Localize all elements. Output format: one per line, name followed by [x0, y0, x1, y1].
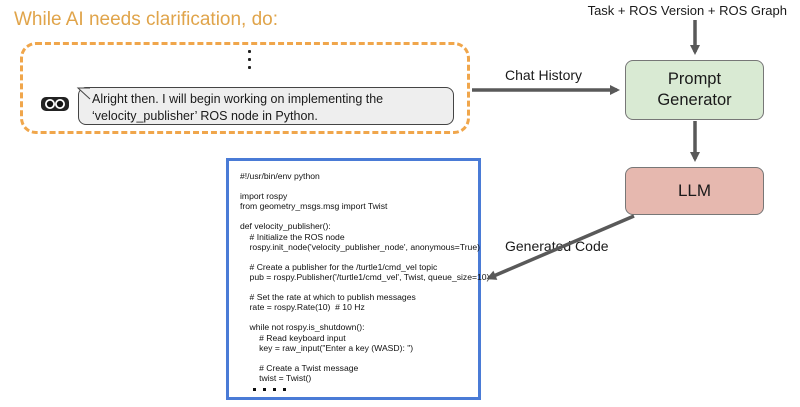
robot-icon — [41, 97, 69, 111]
arrow-generated-code — [486, 214, 635, 280]
input-label: Task + ROS Version + ROS Graph — [587, 3, 787, 18]
section-heading: While AI needs clarification, do: — [14, 9, 279, 30]
code-listing: #!/usr/bin/env python import rospy from … — [240, 171, 490, 383]
chat-message-bubble: Alright then. I will begin working on im… — [78, 87, 454, 125]
ellipsis-vertical-icon — [245, 50, 253, 74]
clarification-frame — [20, 42, 470, 134]
bubble-tail — [76, 87, 91, 101]
chat-history-label: Chat History — [505, 67, 583, 83]
ellipsis-horizontal-icon — [253, 378, 293, 396]
prompt-generator-label-2: Generator — [657, 91, 732, 109]
generated-code-label: Generated Code — [505, 238, 609, 254]
chat-message-line-1: Alright then. I will begin working on im… — [92, 92, 384, 106]
llm-node: LLM — [625, 167, 764, 215]
chat-message-line-2: ‘velocity_publisher’ ROS node in Python. — [92, 109, 318, 123]
generated-code-box: #!/usr/bin/env python import rospy from … — [226, 158, 489, 400]
llm-label: LLM — [677, 181, 712, 200]
prompt-generator-node: Prompt Generator — [625, 60, 764, 120]
prompt-generator-label-1: Prompt — [667, 70, 722, 88]
